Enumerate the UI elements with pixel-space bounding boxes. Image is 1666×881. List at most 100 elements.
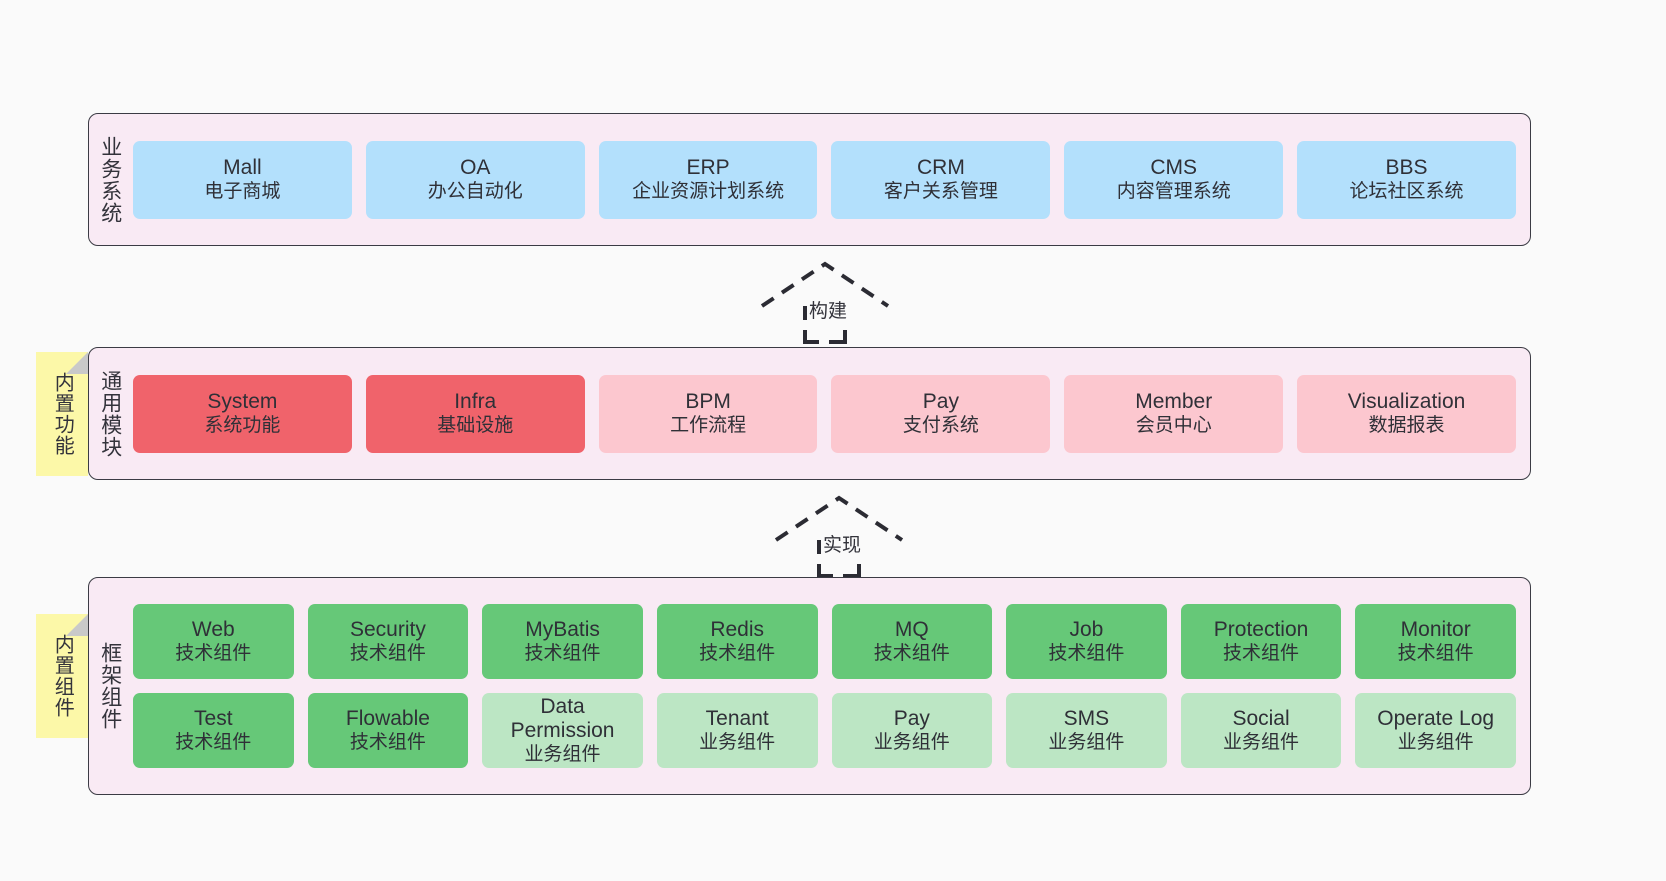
- card-title: Data: [540, 694, 585, 718]
- card-title: Social: [1232, 706, 1290, 730]
- note-builtin-functions: 内置功能: [36, 352, 88, 476]
- card-title-line2: Permission: [510, 719, 615, 743]
- card-subtitle: 数据报表: [1368, 414, 1445, 436]
- card-operate-log[interactable]: Operate Log 业务组件: [1355, 693, 1516, 768]
- card-test[interactable]: Test 技术组件: [133, 693, 294, 768]
- card-subtitle: 会员中心: [1135, 414, 1212, 436]
- card-member[interactable]: Member 会员中心: [1064, 374, 1284, 453]
- card-subtitle: 业务组件: [524, 744, 601, 766]
- tier-business-system: 业务系统 Mall 电子商城 OA 办公自动化 ERP 企业资源计划系统 CRM…: [88, 113, 1531, 246]
- card-visualization[interactable]: Visualization 数据报表: [1297, 374, 1516, 453]
- card-row: System 系统功能 Infra 基础设施 BPM 工作流程 Pay 支付系统…: [133, 374, 1516, 453]
- card-job[interactable]: Job 技术组件: [1006, 604, 1167, 679]
- card-title: CMS: [1150, 155, 1198, 179]
- card-title: Member: [1135, 389, 1213, 413]
- card-subtitle: 技术组件: [524, 642, 601, 664]
- note-text: 内置组件: [51, 634, 74, 718]
- card-subtitle: 技术组件: [699, 642, 776, 664]
- card-social[interactable]: Social 业务组件: [1180, 693, 1342, 768]
- card-subtitle: 工作流程: [670, 414, 747, 436]
- card-title: ERP: [686, 155, 730, 179]
- card-title: Monitor: [1400, 617, 1471, 641]
- card-title: Operate Log: [1377, 706, 1495, 730]
- card-subtitle: 企业资源计划系统: [632, 180, 785, 202]
- card-subtitle: 技术组件: [349, 731, 426, 753]
- card-bpm[interactable]: BPM 工作流程: [598, 374, 818, 453]
- card-bbs[interactable]: BBS 论坛社区系统: [1297, 140, 1516, 219]
- card-subtitle: 客户关系管理: [883, 180, 998, 202]
- card-title: MQ: [894, 617, 929, 641]
- card-monitor[interactable]: Monitor 技术组件: [1355, 604, 1516, 679]
- card-title: BBS: [1385, 155, 1428, 179]
- tier-framework-component: 框架组件 Web 技术组件 Security 技术组件 MyBatis 技术组件…: [88, 577, 1531, 795]
- card-subtitle: 业务组件: [1397, 731, 1474, 753]
- card-mall[interactable]: Mall 电子商城: [133, 140, 352, 219]
- card-title: Tenant: [705, 706, 769, 730]
- card-subtitle: 业务组件: [699, 731, 776, 753]
- card-title: Pay: [922, 389, 959, 413]
- card-flowable[interactable]: Flowable 技术组件: [307, 693, 469, 768]
- card-subtitle: 技术组件: [873, 642, 950, 664]
- arrowhead-dashed: [760, 261, 890, 308]
- card-subtitle: 技术组件: [1223, 642, 1300, 664]
- card-subtitle: 技术组件: [175, 642, 252, 664]
- note-text: 内置功能: [51, 372, 74, 456]
- card-row: Web 技术组件 Security 技术组件 MyBatis 技术组件 Redi…: [133, 604, 1516, 679]
- arrowhead-dashed: [774, 495, 904, 542]
- card-sms[interactable]: SMS 业务组件: [1006, 693, 1167, 768]
- card-subtitle: 支付系统: [902, 414, 979, 436]
- card-subtitle: 基础设施: [437, 414, 514, 436]
- card-title: MyBatis: [525, 617, 600, 641]
- card-mybatis[interactable]: MyBatis 技术组件: [482, 604, 643, 679]
- card-title: Web: [191, 617, 235, 641]
- card-subtitle: 电子商城: [204, 180, 281, 202]
- card-subtitle: 技术组件: [349, 642, 426, 664]
- card-oa[interactable]: OA 办公自动化: [365, 140, 585, 219]
- connector-label-implement: 实现: [821, 530, 864, 557]
- card-subtitle: 技术组件: [1048, 642, 1125, 664]
- card-pay-component[interactable]: Pay 业务组件: [831, 693, 993, 768]
- card-security[interactable]: Security 技术组件: [307, 604, 469, 679]
- note-builtin-components: 内置组件: [36, 614, 88, 738]
- card-web[interactable]: Web 技术组件: [133, 604, 294, 679]
- card-title: Flowable: [345, 706, 430, 730]
- card-subtitle: 论坛社区系统: [1349, 180, 1464, 202]
- card-crm[interactable]: CRM 客户关系管理: [831, 140, 1051, 219]
- card-subtitle: 业务组件: [1048, 731, 1125, 753]
- card-tenant[interactable]: Tenant 业务组件: [656, 693, 818, 768]
- tier-label-common-module: 通用模块: [98, 369, 122, 458]
- tier-body-common-module: System 系统功能 Infra 基础设施 BPM 工作流程 Pay 支付系统…: [131, 348, 1530, 479]
- card-system[interactable]: System 系统功能: [133, 374, 352, 453]
- card-title: Visualization: [1347, 389, 1466, 413]
- card-title: Test: [194, 706, 233, 730]
- card-data-permission[interactable]: Data Permission 业务组件: [482, 693, 643, 768]
- card-subtitle: 技术组件: [175, 731, 252, 753]
- card-title: Mall: [223, 155, 262, 179]
- card-title: System: [207, 389, 278, 413]
- connector-label-build: 构建: [807, 296, 850, 323]
- card-title: Protection: [1213, 617, 1309, 641]
- card-subtitle: 业务组件: [873, 731, 950, 753]
- card-subtitle: 内容管理系统: [1116, 180, 1231, 202]
- card-row: Test 技术组件 Flowable 技术组件 Data Permission …: [133, 693, 1516, 768]
- card-title: CRM: [916, 155, 965, 179]
- card-infra[interactable]: Infra 基础设施: [365, 374, 585, 453]
- card-title: Infra: [454, 389, 497, 413]
- card-protection[interactable]: Protection 技术组件: [1180, 604, 1342, 679]
- tier-common-module: 通用模块 System 系统功能 Infra 基础设施 BPM 工作流程 Pay…: [88, 347, 1531, 480]
- card-mq[interactable]: MQ 技术组件: [831, 604, 993, 679]
- card-subtitle: 系统功能: [204, 414, 281, 436]
- connector-build: 构建: [757, 258, 897, 346]
- card-subtitle: 办公自动化: [427, 180, 523, 202]
- card-title: Security: [350, 617, 426, 641]
- card-pay-module[interactable]: Pay 支付系统: [831, 374, 1051, 453]
- card-redis[interactable]: Redis 技术组件: [656, 604, 818, 679]
- tier-label-business-system: 业务系统: [98, 135, 122, 224]
- card-cms[interactable]: CMS 内容管理系统: [1064, 140, 1284, 219]
- card-erp[interactable]: ERP 企业资源计划系统: [598, 140, 818, 219]
- card-title: Pay: [893, 706, 930, 730]
- connector-implement: 实现: [771, 492, 911, 580]
- card-title: OA: [460, 155, 491, 179]
- card-subtitle: 技术组件: [1397, 642, 1474, 664]
